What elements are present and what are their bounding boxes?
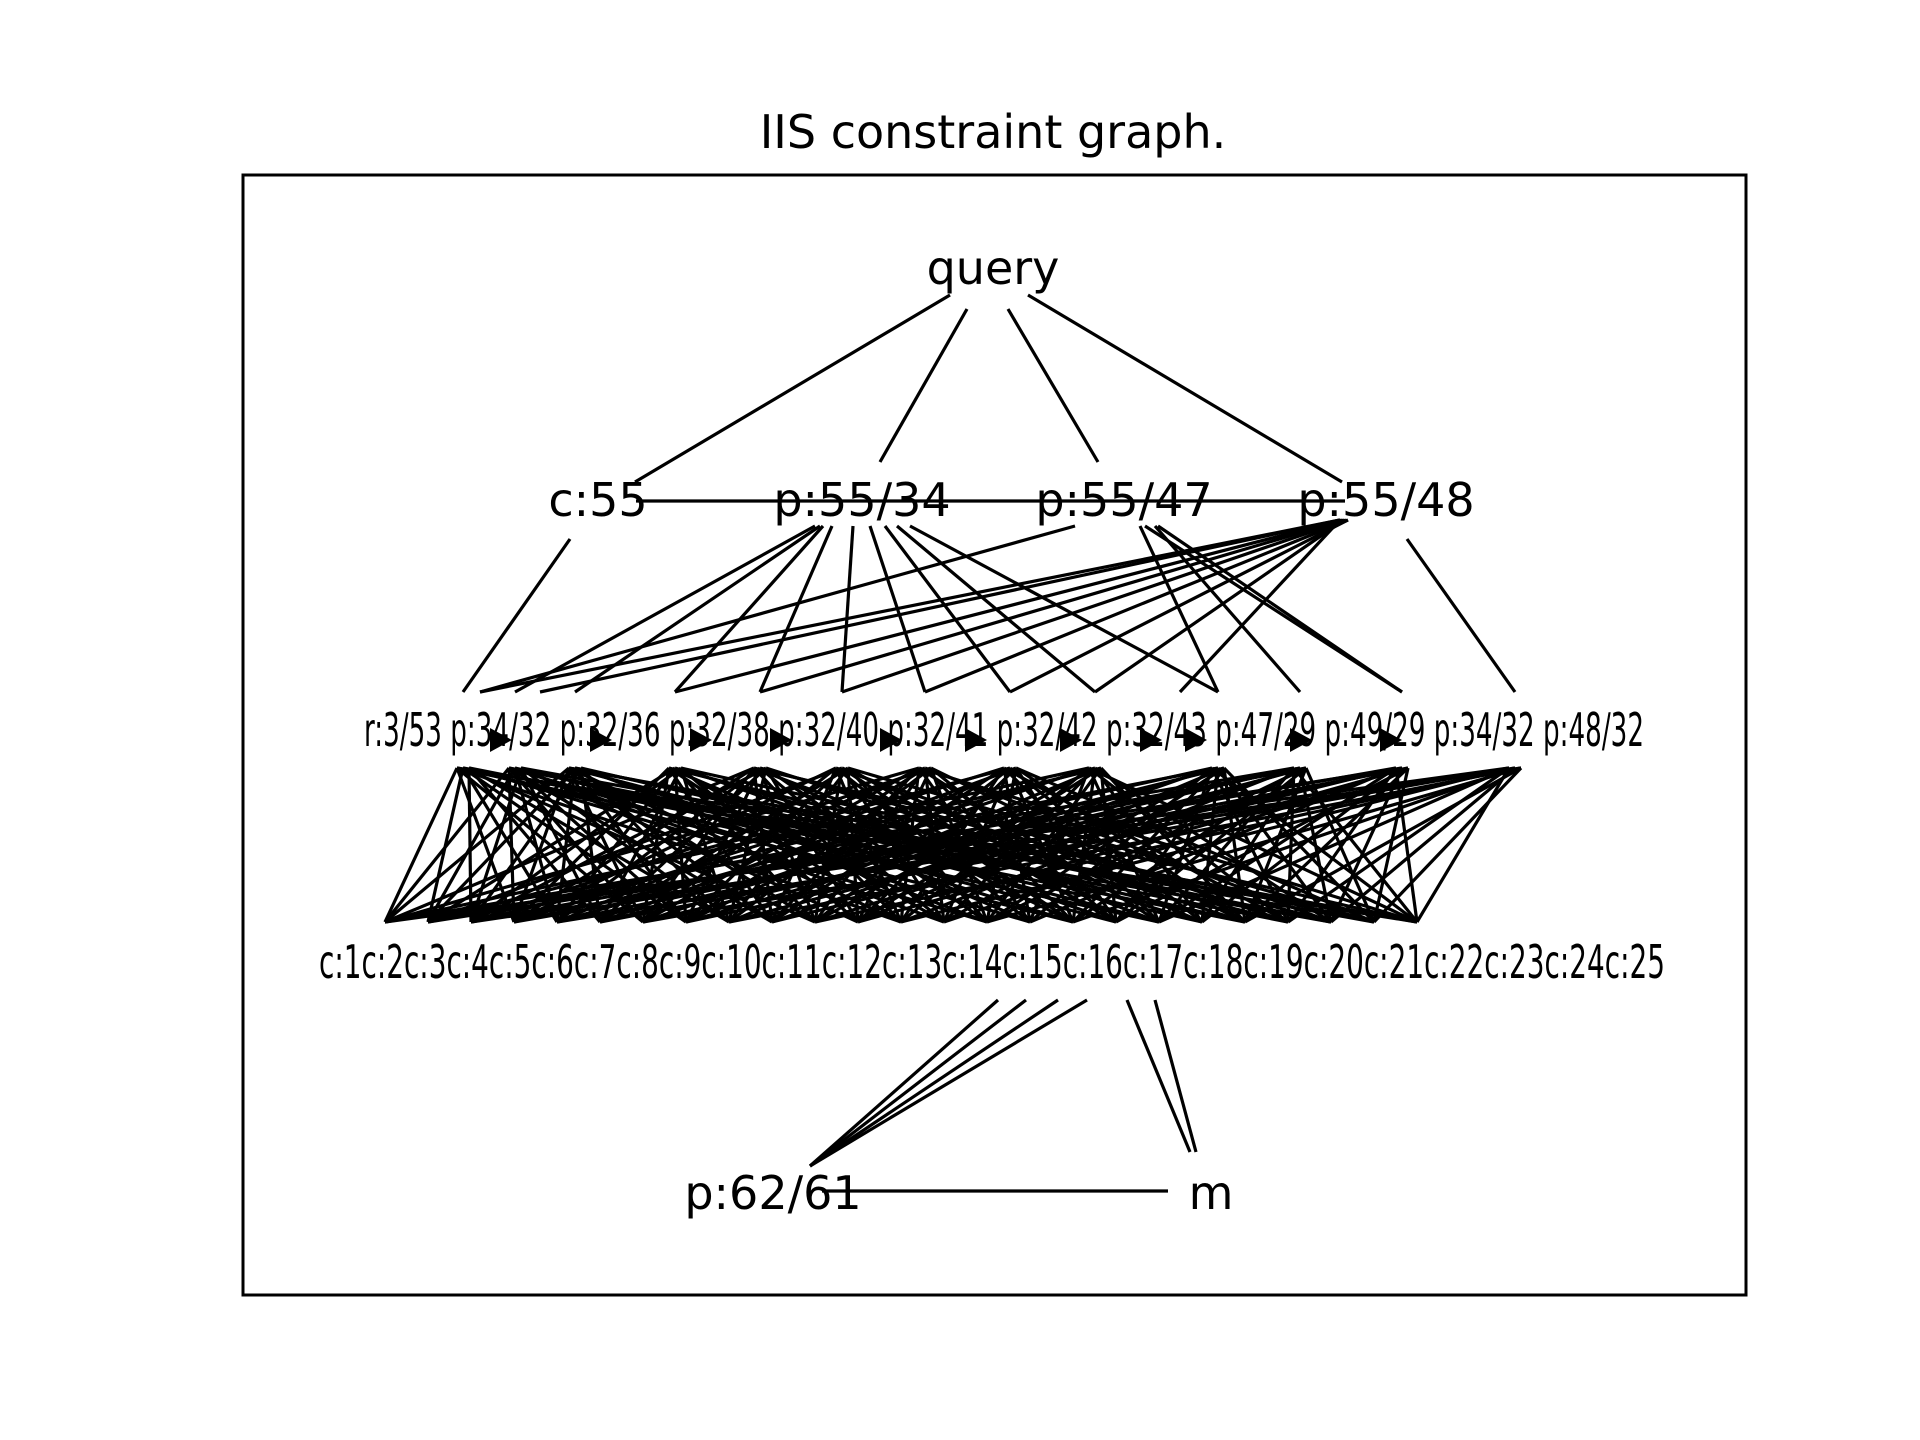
edge-query-p55-34 <box>878 308 969 463</box>
edge-row3-row4-126 <box>427 766 1011 924</box>
edge-row4-p62-61-3 <box>809 998 1088 1168</box>
node-p-55-47: p:55/47 <box>1035 473 1212 527</box>
edge-p55-48-row3-2 <box>674 518 1343 694</box>
arrowhead-row3-1 <box>590 728 612 752</box>
row-4-node-labels: c:1c:2c:3c:4c:5c:6c:7c:8c:9c:10c:11c:12c… <box>319 935 1665 989</box>
node-c-55: c:55 <box>548 473 647 527</box>
node-query: query <box>927 241 1060 295</box>
edge-row3-row4-189 <box>1072 766 1301 924</box>
edge-row3-row4-210 <box>1286 767 1398 923</box>
edge-row3-row4-228 <box>1415 767 1511 923</box>
node-label-layer: query c:55 p:55/34 p:55/47 p:55/48 r:3/5… <box>319 241 1665 1220</box>
edge-row3-row4-224 <box>1244 766 1522 924</box>
edge-row3-row4-164 <box>513 766 1213 924</box>
arrowhead-layer <box>490 728 1402 752</box>
graph-title: IIS constraint graph. <box>760 105 1227 159</box>
edge-row3-row4-198 <box>427 766 1403 924</box>
edge-p55-48-row3-7 <box>1094 518 1345 694</box>
arrowhead-row3-2 <box>690 728 712 752</box>
edge-p55-34-row3-1 <box>514 524 816 694</box>
arrowhead-row3-3 <box>770 728 792 752</box>
edge-row3-row4-163 <box>427 766 1219 924</box>
edge-row3-row4-218 <box>728 766 1522 924</box>
edge-row3-row4-20 <box>507 767 516 923</box>
edge-row3-row4-182 <box>470 766 1307 924</box>
edge-p55-48-row3-5 <box>924 518 1349 694</box>
edge-row3-row4-143 <box>1015 766 1375 924</box>
edge-row3-row4-0 <box>383 767 459 923</box>
edge-query-c55 <box>634 293 951 484</box>
edge-p55-48-row3-6 <box>1009 518 1349 694</box>
edge-row3-row4-35 <box>426 766 577 924</box>
edge-row4-p62-61-1 <box>809 998 1027 1168</box>
edge-row3-row4-222 <box>1072 766 1516 924</box>
edge-row3-row4-214 <box>384 766 1510 924</box>
arrowhead-row3-5 <box>965 728 987 752</box>
edge-p55-48-row3-4 <box>841 518 1347 694</box>
edge-p55-48-row3-0 <box>479 518 1341 694</box>
edge-row3-row4-226 <box>1329 766 1517 924</box>
edge-p55-34-row3-8 <box>909 524 1219 694</box>
edge-p55-48-row3-8 <box>1178 518 1342 694</box>
node-p-55-48: p:55/48 <box>1297 473 1474 527</box>
edge-row3-row4-184 <box>642 766 1295 924</box>
edge-row3-row4-34 <box>383 766 571 924</box>
edge-query-p55-47 <box>1006 308 1100 463</box>
edge-p55-34-row3-3 <box>758 525 834 693</box>
edge-p55-47-row3-0 <box>479 524 1076 694</box>
edge-row3-row4-185 <box>728 766 1307 924</box>
edge-query-p55-48 <box>1027 293 1343 484</box>
edge-row3-row4-187 <box>900 766 1295 924</box>
edge-row3-row4-221 <box>986 766 1522 924</box>
edge-row3-row4-186 <box>814 766 1301 924</box>
arrowhead-row3-0 <box>490 728 512 752</box>
arrowhead-row3-10 <box>1380 728 1402 752</box>
edge-row3-row4-216 <box>556 766 1516 924</box>
arrowhead-row3-6 <box>1060 728 1082 752</box>
edge-row3-row4-217 <box>642 766 1510 924</box>
edge-p55-34-row3-2 <box>673 524 825 694</box>
edge-p55-48-row3-3 <box>759 518 1345 694</box>
edge-p55-34-row3-4 <box>840 525 855 693</box>
graph-frame <box>241 173 1748 1297</box>
edge-row4-p62-61-0 <box>808 998 1000 1168</box>
edge-row3-row4-70 <box>384 766 755 924</box>
edge-row4-m-0 <box>1125 999 1192 1153</box>
edge-row3-row4-223 <box>1158 766 1510 924</box>
node-p-62-61: p:62/61 <box>684 1166 861 1220</box>
edge-row3-row4-17 <box>383 766 511 924</box>
edge-row3-row4-220 <box>900 766 1510 924</box>
node-m: m <box>1189 1166 1234 1220</box>
edge-row3-row4-144 <box>384 766 1090 924</box>
arrowhead-row3-8 <box>1185 728 1207 752</box>
edge-row3-row4-225 <box>1287 766 1510 924</box>
edge-row3-row4-108 <box>470 766 932 924</box>
edge-row3-row4-183 <box>556 766 1301 924</box>
arrowhead-row3-7 <box>1140 728 1162 752</box>
edge-row4-m-1 <box>1153 999 1198 1153</box>
edge-row3-row4-227 <box>1372 766 1523 924</box>
arrowhead-row3-4 <box>880 728 902 752</box>
edge-c55-r3 <box>461 538 572 693</box>
edge-layer <box>383 293 1523 1193</box>
edge-row3-row4-219 <box>814 766 1516 924</box>
edge-row3-row4-36 <box>469 767 583 923</box>
edge-row4-p62-61-2 <box>809 998 1059 1168</box>
edge-row3-row4-107 <box>384 766 920 924</box>
row-3-node-labels: r:3/53 p:34/32 p:32/36 p:32/38 p:32/40 p… <box>364 703 1644 757</box>
edge-row3-row4-181 <box>384 766 1295 924</box>
edge-p55-48-right <box>1405 538 1517 693</box>
edge-p55-48-row3-1 <box>539 518 1341 694</box>
arrowhead-row3-9 <box>1290 728 1312 752</box>
node-p-55-34: p:55/34 <box>773 473 950 527</box>
